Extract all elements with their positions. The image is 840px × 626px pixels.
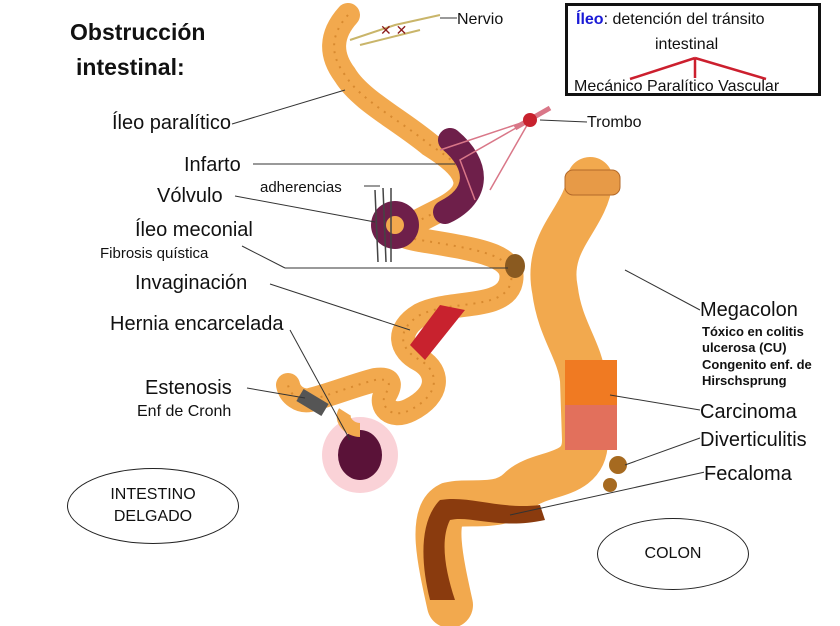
- label-enf-cronh: Enf de Cronh: [137, 403, 232, 421]
- region-label: INTESTINO: [110, 486, 196, 504]
- label-trombo: Trombo: [587, 114, 642, 132]
- megacolon-sub-line: Hirschsprung: [702, 372, 787, 388]
- region-colon: COLON: [597, 518, 749, 590]
- label-adherencias: adherencias: [260, 179, 342, 197]
- type-mecanico: Mecánico: [574, 78, 643, 95]
- megacolon-sub-line: Tóxico en colitis: [702, 324, 804, 339]
- region-label: DELGADO: [113, 508, 193, 525]
- ileo-definition-line2: intestinal: [655, 36, 719, 53]
- label-fibrosis-quistica: Fibrosis quística: [100, 245, 209, 263]
- type-vascular: Vascular: [718, 78, 780, 95]
- region-small-intestine: INTESTINO DELGADO: [67, 468, 239, 544]
- infarct-segment: [433, 128, 484, 224]
- carcinoma: [565, 360, 617, 405]
- ileo-definition-box: Íleo: detención del tránsito intestinal …: [565, 3, 821, 96]
- label-diverticulitis: Diverticulitis: [700, 429, 807, 451]
- megacolon-sub-line: ulcerosa (CU): [702, 340, 787, 356]
- label-infarto: Infarto: [184, 154, 241, 176]
- ileo-definition: : detención del tránsito: [603, 11, 765, 28]
- label-invaginacion: Invaginación: [135, 272, 248, 294]
- incarcerated-hernia: [338, 430, 382, 480]
- diagram-title-line1: Obstrucción: [70, 19, 206, 45]
- label-fecaloma: Fecaloma: [704, 463, 792, 485]
- label-megacolon: Megacolon: [700, 299, 798, 321]
- diverticulum: [609, 456, 627, 474]
- type-branch-lines: [629, 56, 767, 81]
- fecaloma: [423, 498, 545, 600]
- label-carcinoma: Carcinoma: [700, 401, 797, 423]
- thrombus: [523, 113, 537, 127]
- label-hernia-encarcelada: Hernia encarcelada: [110, 313, 284, 335]
- label-ileo-meconial: Íleo meconial: [135, 219, 253, 241]
- ileo-term: Íleo: [576, 11, 604, 28]
- label-nervio: Nervio: [457, 11, 504, 29]
- region-label: COLON: [644, 545, 702, 563]
- diagram-title-line2: intestinal:: [76, 54, 185, 80]
- megacolon-description: Tóxico en colitis ulcerosa (CU) Congenit…: [702, 324, 812, 389]
- label-volvulo: Vólvulo: [157, 185, 223, 207]
- label-ileo-paralitico: Íleo paralítico: [112, 112, 231, 134]
- megacolon-sub-line: Congenito enf. de: [702, 356, 812, 372]
- svg-text:✕ ✕: ✕ ✕: [380, 22, 407, 38]
- label-estenosis: Estenosis: [145, 377, 232, 399]
- type-paralitico: Paralítico: [646, 78, 714, 95]
- invagination: [410, 305, 465, 360]
